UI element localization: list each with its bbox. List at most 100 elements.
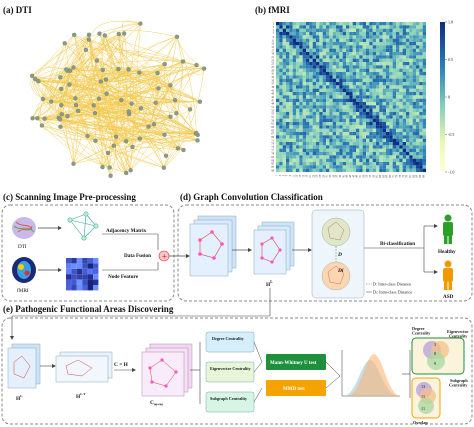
heatmap-cell (299, 112, 303, 116)
heatmap-cell (342, 72, 347, 76)
asd-label: ASD (443, 294, 454, 300)
heatmap-cell (399, 115, 403, 119)
heatmap-cell (302, 112, 307, 116)
heatmap-cell (419, 128, 423, 133)
heatmap-cell (422, 58, 427, 63)
heatmap-cell (336, 25, 340, 29)
heatmap-cell (356, 138, 360, 143)
h-l-stack (7, 343, 41, 389)
heatmap-cell (312, 135, 317, 139)
heatmap-cell (276, 62, 280, 66)
heatmap-cell (296, 55, 300, 59)
dti-edge (115, 33, 128, 137)
heatmap-cell (406, 168, 410, 173)
heatmap-cell (396, 75, 400, 79)
heatmap-cell (422, 138, 427, 143)
dti-edge (38, 61, 184, 84)
h-l-t-stack (55, 351, 113, 383)
heatmap-cell (339, 145, 343, 149)
heatmap-cell (392, 35, 397, 39)
heatmap-cell (366, 102, 370, 106)
heatmap-cell (372, 118, 377, 123)
heatmap-cell (332, 32, 337, 36)
dti-node (57, 117, 63, 122)
heatmap-cell (299, 42, 303, 46)
heatmap-cell (396, 22, 400, 26)
heatmap-cell (296, 68, 300, 73)
heatmap-cell (362, 158, 367, 163)
dti-edge (31, 23, 141, 76)
heatmap-cell (339, 122, 343, 126)
heatmap-cell (419, 62, 423, 66)
heatmap-cell (299, 165, 303, 169)
heatmap-cell (319, 132, 323, 136)
heatmap-cell (379, 135, 383, 139)
heatmap-cell (292, 58, 297, 63)
dti-node (156, 86, 161, 91)
heatmap-cell (396, 88, 400, 93)
heatmap-cell (276, 128, 280, 133)
heatmap-cell (352, 82, 357, 86)
heatmap-cell (356, 122, 360, 126)
heatmap-cell (309, 135, 313, 139)
heatmap-cell (386, 42, 390, 46)
heatmap-cell (279, 58, 283, 63)
heatmap-cell (286, 38, 290, 43)
heatmap-cell (386, 102, 390, 106)
heatmap-cell (409, 28, 413, 33)
heatmap-cell (276, 85, 280, 89)
heatmap-cell (299, 55, 303, 59)
heatmap-cell (309, 145, 313, 149)
heatmap-cell (416, 105, 420, 109)
d-label: D (337, 252, 342, 258)
heatmap-cell (306, 138, 310, 143)
dti-node (59, 112, 65, 117)
heatmap-cell (296, 108, 300, 113)
dti-edge (105, 33, 124, 80)
heatmap-cell (309, 148, 313, 153)
heatmap-cell (362, 98, 367, 103)
heatmap-cell (356, 142, 360, 146)
heatmap-cell (402, 45, 407, 49)
heatmap-cell (396, 32, 400, 36)
heatmap-cell (349, 145, 353, 149)
heatmap-cell (279, 138, 283, 143)
dti-edge (170, 85, 180, 149)
dti-node (128, 168, 133, 173)
heatmap-cell (376, 58, 380, 63)
heatmap-cell (306, 58, 310, 63)
heatmap-cell (332, 25, 337, 29)
heatmap-cell (396, 158, 400, 163)
heatmap-cell (389, 42, 393, 46)
heatmap-cell (316, 85, 320, 89)
heatmap-cell (389, 48, 393, 53)
heatmap-cell (342, 28, 347, 33)
dti-edge (41, 125, 127, 174)
heatmap-cell (366, 152, 370, 156)
heatmap-cell (322, 88, 327, 93)
heatmap-cell (346, 58, 350, 63)
data-fusion-label: Data Fusion (124, 253, 151, 259)
heatmap-y-tick: 5 (273, 29, 275, 32)
heatmap-cell (422, 42, 427, 46)
heatmap-cell (339, 38, 343, 43)
heatmap-cell (299, 138, 303, 143)
heatmap-cell (302, 115, 307, 119)
heatmap-cell (339, 22, 343, 26)
dti-edge (73, 134, 198, 164)
heatmap-cell (286, 72, 290, 76)
dti-node (194, 62, 199, 68)
heatmap-cell (342, 128, 347, 133)
heatmap-cell (379, 142, 383, 146)
heatmap-x-tick: 35 (332, 174, 335, 177)
heatmap-cell (282, 112, 287, 116)
heatmap-cell (386, 25, 390, 29)
heatmap-cell (339, 105, 343, 109)
heatmap-cell (339, 125, 343, 129)
heatmap-cell (316, 155, 320, 159)
heatmap-y-tick: 43 (271, 93, 274, 96)
heatmap-cell (292, 132, 297, 136)
dti-edge (102, 61, 184, 168)
dti-edge (158, 86, 176, 101)
dti-node (85, 133, 90, 139)
